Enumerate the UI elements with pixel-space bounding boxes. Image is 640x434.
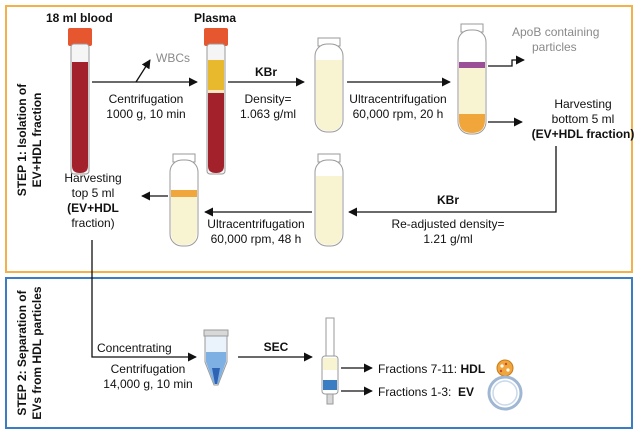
fractions-ev-label: Fractions 1-3: EV [378, 385, 474, 399]
readjust-density-value: 1.21 g/ml [423, 232, 472, 246]
centrifugation-2-params: 14,000 g, 10 min [103, 377, 192, 391]
centrifugation-1-params: 1000 g, 10 min [106, 107, 185, 121]
step1-frame [5, 5, 633, 273]
arrow-concentrating [91, 240, 197, 362]
kbr-1-label: KBr [255, 65, 277, 79]
concentrator-tube [203, 329, 229, 386]
harvest-bottom-line2: bottom 5 ml [552, 112, 615, 126]
density-1-value: 1.063 g/ml [240, 107, 296, 121]
centrifugation-1-label: Centrifugation [109, 92, 184, 106]
fractions-hdl-label: Fractions 7-11: HDL [378, 362, 485, 376]
harvest-top-line2: top 5 ml [72, 186, 115, 200]
wbcs-label: WBCs [156, 51, 190, 65]
ultracentrifugation-2-label: Ultracentrifugation [207, 217, 304, 231]
arrow-wbcs [135, 59, 151, 83]
harvest-top-line3: (EV+HDL [67, 201, 119, 215]
ultracentrifuge-tube-1 [314, 37, 344, 133]
harvest-top-line1: Harvesting [64, 171, 121, 185]
step1-label-line2: EV+HDL fraction [30, 93, 44, 188]
harvest-bottom-line1: Harvesting [554, 97, 611, 111]
apob-label-line1: ApoB containing [512, 25, 599, 39]
density-1-label: Density= [244, 92, 291, 106]
harvest-top-line4: fraction) [71, 216, 114, 230]
ev-vesicle-icon [487, 375, 523, 411]
arrow-readjust [348, 146, 557, 217]
step2-label-line2: EVs from HDL particles [30, 286, 44, 419]
ultracentrifuge-tube-4 [169, 153, 199, 247]
plasma-label: Plasma [194, 11, 236, 25]
centrifugation-2-label: Centrifugation [111, 362, 186, 376]
blood-tube [68, 28, 92, 175]
plasma-tube [204, 28, 228, 175]
sec-label: SEC [264, 340, 289, 354]
arrow-apob [488, 55, 525, 67]
hdl-particle-icon [496, 359, 514, 377]
ultracentrifugation-1-label: Ultracentrifugation [349, 92, 446, 106]
blood-label: 18 ml blood [46, 11, 113, 25]
ultracentrifuge-tube-3 [314, 153, 344, 247]
step2-label-line1: STEP 2: Separation of [15, 289, 29, 415]
ultracentrifugation-1-params: 60,000 rpm, 20 h [353, 107, 444, 121]
sec-column [321, 317, 339, 405]
concentrating-label: Concentrating [97, 341, 172, 355]
step2-frame [5, 277, 633, 429]
kbr-2-label: KBr [437, 193, 459, 207]
ultracentrifuge-tube-2 [457, 23, 487, 135]
harvest-bottom-line3: (EV+HDL fraction) [532, 127, 635, 141]
ultracentrifugation-2-params: 60,000 rpm, 48 h [211, 232, 302, 246]
apob-label-line2: particles [532, 40, 577, 54]
readjust-density-label: Re-adjusted density= [391, 217, 504, 231]
step1-label-line1: STEP 1: Isolation of [15, 83, 29, 196]
